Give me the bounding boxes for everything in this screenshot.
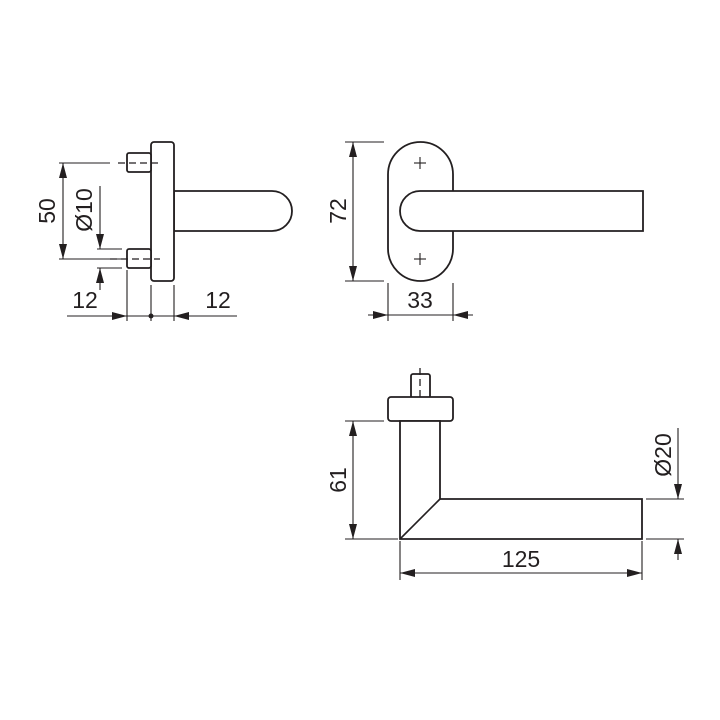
dimension-33: 33 bbox=[368, 283, 473, 321]
top-view: 61 125 Ø20 bbox=[325, 368, 684, 580]
dimension-61: 61 bbox=[325, 420, 398, 540]
screw-cross-bottom bbox=[414, 253, 426, 265]
dimension-125: 125 bbox=[399, 541, 643, 580]
dim-61-label: 61 bbox=[325, 467, 351, 493]
dim-33-label: 33 bbox=[407, 287, 433, 313]
top-lever bbox=[399, 420, 643, 540]
lever-bend-line bbox=[399, 498, 441, 540]
dimension-72: 72 bbox=[325, 141, 384, 282]
dimension-d20: Ø20 bbox=[646, 428, 684, 560]
dim-12-left-label: 12 bbox=[72, 287, 98, 313]
dim-d10-label: Ø10 bbox=[71, 188, 97, 231]
dimension-d10: Ø10 bbox=[71, 186, 122, 290]
dim-12-right-label: 12 bbox=[205, 287, 231, 313]
dim-125-label: 125 bbox=[502, 546, 540, 572]
dim-50-label: 50 bbox=[34, 198, 60, 224]
dim-72-label: 72 bbox=[325, 198, 351, 224]
side-rose-plate bbox=[150, 141, 175, 282]
side-lever bbox=[173, 190, 293, 232]
screw-cross-top bbox=[414, 157, 426, 169]
dim-d20-label: Ø20 bbox=[650, 433, 676, 476]
front-lever bbox=[399, 190, 644, 232]
dimension-50: 50 bbox=[34, 162, 122, 260]
dimension-12-12: 12 12 bbox=[67, 270, 237, 321]
top-rose bbox=[387, 396, 454, 422]
side-view: 50 Ø10 12 12 bbox=[34, 141, 293, 321]
front-view: 72 33 bbox=[325, 141, 644, 321]
